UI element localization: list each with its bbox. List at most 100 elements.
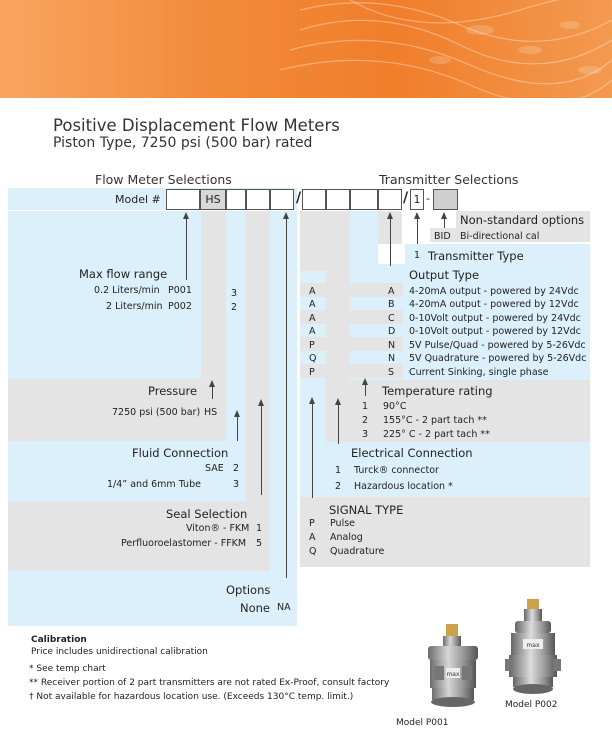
- max-flow-title: Max flow range: [79, 267, 168, 281]
- note-1: * See temp chart: [29, 664, 106, 674]
- nonstandard-title: Non-standard options: [460, 213, 585, 227]
- output-row-2-signal: A: [309, 313, 316, 324]
- fluid-row-0-label: SAE: [205, 463, 224, 474]
- signal-type-row-2-label: Quadrature: [330, 546, 385, 557]
- fluid-row-0-code: 2: [233, 463, 240, 474]
- arrow-head-fluid: [234, 410, 240, 417]
- seal-panel: [8, 501, 270, 571]
- header-band: [0, 0, 612, 98]
- flow-meter-selections-heading: Flow Meter Selections: [95, 172, 232, 187]
- seal-row-0-label: Viton® - FKM: [186, 523, 250, 534]
- pressure-code: HS: [204, 407, 218, 418]
- model-slash-2: /: [403, 190, 409, 206]
- options-column-blue: [270, 211, 297, 571]
- pressure-panel: [8, 379, 226, 441]
- calibration-title: Calibration: [31, 635, 87, 645]
- temperature-row-2-code: 3: [362, 429, 369, 440]
- max-flow-row-0-code: P001: [168, 285, 192, 296]
- model-p001-photo: max: [428, 624, 478, 707]
- output-row-3-label: 0-10Volt output - powered by 12Vdc: [409, 326, 581, 337]
- arrow-line-fluid: [237, 416, 238, 441]
- arrow-head-seal: [258, 399, 264, 406]
- arrow-line-transmitter-type: [417, 218, 418, 244]
- temperature-row-0-label: 90°C: [383, 401, 407, 412]
- fluid-row-1-label: 1/4” and 6mm Tube: [107, 479, 201, 490]
- output-row-4-signal: P: [309, 340, 315, 351]
- max-flow-panel: [8, 211, 201, 379]
- model-box-transmitter-type[interactable]: 1: [410, 189, 424, 210]
- max-flow-row-1-value: 2: [231, 302, 238, 313]
- output-band-6: [300, 364, 403, 378]
- output-row-0-code: A: [388, 286, 395, 297]
- model-box-options[interactable]: [270, 189, 294, 210]
- output-row-1-signal: A: [309, 299, 316, 310]
- arrow-head-temperature: [362, 378, 368, 385]
- seal-row-1-code: 5: [256, 538, 263, 549]
- signal-type-panel: [300, 497, 590, 567]
- model-box-one-text: 1: [413, 193, 421, 206]
- output-row-2-label: 0-10Volt output - powered by 24Vdc: [409, 313, 581, 324]
- output-band-0: [300, 283, 403, 297]
- arrow-head-output: [387, 212, 393, 219]
- output-row-1-code: B: [388, 299, 395, 310]
- electrical-row-0-label: Turck® connector: [354, 465, 439, 476]
- output-row-4-code: N: [388, 340, 396, 351]
- options-panel: [8, 571, 297, 626]
- model-dash: -: [426, 192, 430, 205]
- nonstandard-code: BID: [434, 231, 451, 242]
- seal-column-gray: [246, 211, 270, 501]
- model-box-signal[interactable]: [302, 189, 326, 210]
- model-box-output[interactable]: [378, 189, 402, 210]
- model-slash-1: /: [296, 190, 302, 206]
- output-row-0-signal: A: [309, 286, 316, 297]
- model-box-electrical[interactable]: [326, 189, 350, 210]
- max-flow-row-1-code: P002: [168, 301, 192, 312]
- output-type-title: Output Type: [409, 268, 480, 282]
- model-box-flow-range[interactable]: [166, 189, 200, 210]
- transmitter-selections-heading: Transmitter Selections: [379, 172, 519, 187]
- fluid-title: Fluid Connection: [132, 446, 229, 460]
- signal-column-blue: [300, 442, 326, 497]
- temperature-row-0-code: 1: [362, 401, 369, 412]
- output-row-2-code: C: [388, 313, 395, 324]
- arrow-line-pressure: [212, 386, 213, 399]
- output-row-1-label: 4-20mA output - powered by 12Vdc: [409, 299, 579, 310]
- temperature-panel: [350, 380, 590, 442]
- model-label: Model #: [115, 193, 161, 206]
- note-2: ** Receiver portion of 2 part transmitte…: [29, 678, 390, 688]
- arrow-line-seal: [261, 405, 262, 495]
- note-3: † Not available for hazardous location u…: [29, 692, 354, 702]
- model-box-fluid[interactable]: [226, 189, 246, 210]
- signal-type-row-0-label: Pulse: [330, 518, 356, 529]
- model-box-hs-text: HS: [205, 193, 221, 206]
- output-band-2: [300, 310, 403, 324]
- model-box-seal[interactable]: [246, 189, 270, 210]
- max-flow-row-1-label: 2 Liters/min: [106, 301, 163, 312]
- options-title: Options: [226, 583, 271, 597]
- nonstandard-panel: [456, 211, 590, 233]
- arrow-head-options: [283, 212, 289, 219]
- calibration-text: Price includes unidirectional calibratio…: [31, 647, 208, 657]
- fluid-column-blue: [226, 211, 246, 379]
- p002-brand-text: max: [526, 642, 540, 649]
- output-row-5-label: 5V Quadrature - powered by 5-26Vdc: [409, 353, 587, 364]
- max-flow-row-0-label: 0.2 Liters/min: [94, 285, 160, 296]
- output-row-3-signal: A: [309, 326, 316, 337]
- signal-type-row-0-code: P: [309, 518, 315, 529]
- model-box-pressure[interactable]: HS: [200, 189, 226, 210]
- signal-type-title: SIGNAL TYPE: [329, 503, 404, 517]
- model-box-nonstandard[interactable]: [433, 189, 458, 210]
- arrow-line-options: [286, 218, 287, 578]
- fluid-row-1-code: 3: [233, 479, 240, 490]
- transmitter-type-code: 1: [414, 250, 421, 261]
- output-row-3-code: D: [388, 326, 396, 337]
- temperature-row-2-label: 225° C - 2 part tach **: [383, 429, 490, 440]
- fluid-panel: [8, 441, 246, 501]
- output-row-6-code: S: [388, 367, 395, 378]
- output-row-4-label: 5V Pulse/Quad - powered by 5-26Vdc: [409, 340, 586, 351]
- output-row-6-signal: P: [309, 367, 315, 378]
- arrow-head-transmitter-type: [414, 212, 420, 219]
- options-label: None: [240, 601, 271, 615]
- model-box-temperature[interactable]: [350, 189, 378, 210]
- arrow-line-output: [390, 218, 391, 266]
